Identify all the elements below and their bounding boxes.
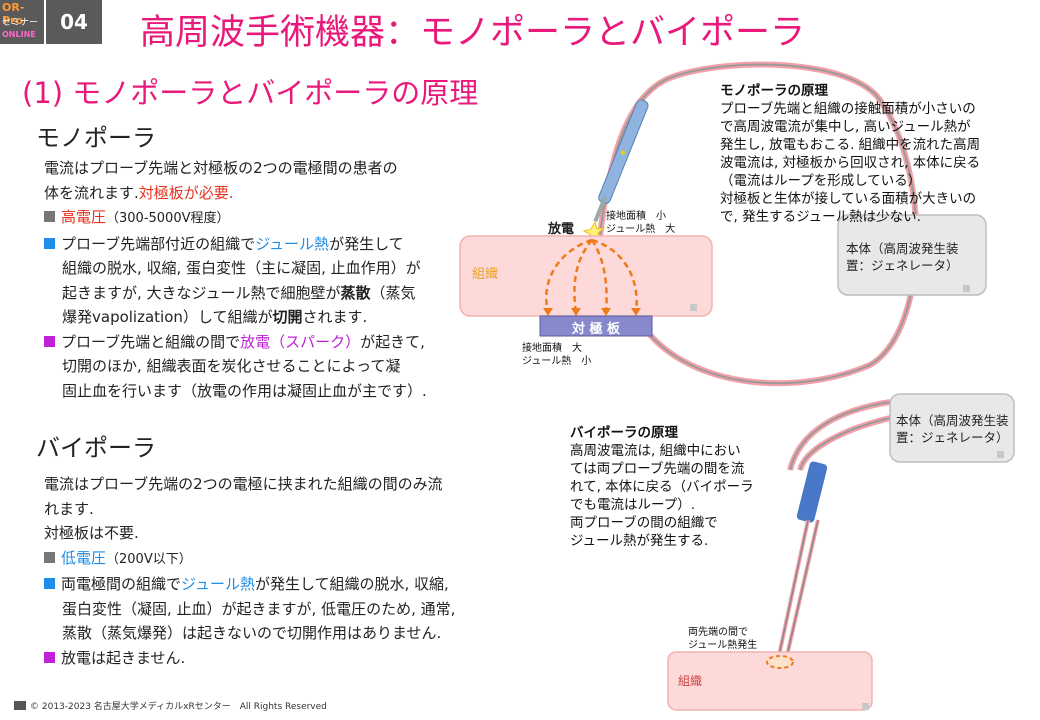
heat-generation-label: 両先端の間で ジュール熱発生 [688,627,758,651]
slide-number: 04 [46,0,102,44]
bipolar-forceps [776,461,828,661]
bipolar-device-label: 本体（高周波発生装置：ジェネレータ） [896,413,1009,445]
seminar-logo: OR-Pro セミナー ONLINE [0,0,44,44]
monopolar-principle-note: モノポーラの原理 プローブ先端と組織の接触面積が小さいの で高周波電流が集中し,… [720,83,981,225]
tissue-label: 組織 [472,267,499,282]
tip-contact-label: 接地面積 小 ジュール熱 大 [606,211,676,235]
bipolar-tissue-label: 組織 [678,674,703,688]
bipolar-current-loop-core [799,417,891,471]
copyright-footer: © 2013-2023 名古屋大学メディカルxRセンター All Rights … [14,699,327,712]
monopolar-device-label: 本体（高周波発生装置：ジェネレータ） [846,241,959,273]
slide-title: 高周波手術機器：モノポーラとバイポーラ [140,13,806,53]
bipolar-principle-note: バイポーラの原理 高周波電流は, 組織中におい ては両プローブ先端の間を流 れて… [570,425,754,549]
bipolar-description: 電流はプローブ先端の2つの電極に挟まれた組織の間のみ流 れます. 対極板は不要.… [44,475,456,667]
return-plate-label: 対 極 板 [571,322,621,337]
return-plate [539,315,653,337]
logo-text-top: OR-Pro [2,1,25,27]
xr-logo-icon [14,701,26,710]
discharge-label: 放電 [548,222,575,237]
logo-text-bottom: ONLINE [2,30,36,39]
section-subtitle: (1) モノポーラとバイポーラの原理 [22,76,479,110]
bipolar-heading: バイポーラ [36,434,156,462]
square-bullet-icon [44,211,55,222]
square-bullet-icon [44,551,55,563]
square-bullet-icon [44,651,55,663]
square-bullet-icon [44,578,55,589]
bipolar-device-box [889,393,1015,463]
logo-text-mid: セミナー [2,18,39,28]
monopolar-heading: モノポーラ [36,124,156,152]
monopolar-device-box [837,214,987,296]
heat-zone [766,655,794,669]
bipolar-tissue [667,651,873,711]
square-bullet-icon [44,335,55,347]
plate-contact-label: 接地面積 大 ジュール熱 小 [522,343,592,367]
monopolar-description: 電流はプローブ先端と対極板の2つの電極間の患者の 体を流れます.対極板が必要. … [44,159,427,400]
monopolar-probe [593,99,649,222]
monopolar-current-loop-core [599,63,918,385]
current-flow-arrows [545,238,638,313]
square-bullet-icon [44,237,55,249]
